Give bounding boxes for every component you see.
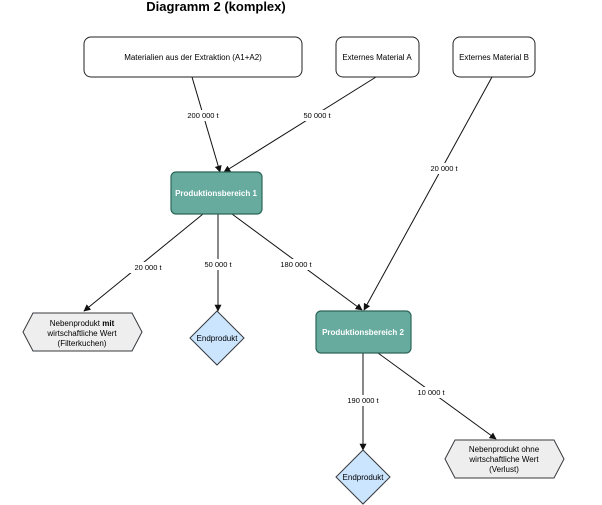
node-extraction: Materialien aus der Extraktion (A1+A2) — [83, 36, 303, 78]
node-extraction-label: Materialien aus der Extraktion (A1+A2) — [124, 53, 262, 62]
byproduct-2-line-3: (Verlust) — [489, 465, 519, 474]
diagram-title: Diagramm 2 (komplex) — [146, 0, 285, 14]
edge-external-a-to-production-1 — [223, 76, 377, 173]
edge-label-endproduct-2: 190 000 t — [347, 396, 379, 405]
node-external-material-b-label: Externes Material B — [459, 53, 529, 62]
edge-label-production-2: 180 000 t — [280, 260, 312, 269]
byproduct-1-line-2: wirtschaftliche Wert — [46, 329, 117, 338]
edge-label-external-b: 20 000 t — [430, 164, 458, 173]
edge-label-endproduct-1: 50 000 t — [204, 260, 232, 269]
node-external-material-a-label: Externes Material A — [342, 53, 412, 62]
edge-label-extraction: 200 000 t — [187, 111, 219, 120]
edge-external-b-to-production-2 — [363, 76, 493, 311]
byproduct-1-line-1: Nebenprodukt mit — [50, 319, 115, 328]
node-production-1-label: Produktionsbereich 1 — [175, 189, 257, 198]
node-endproduct-2: Endprodukt — [335, 449, 391, 505]
byproduct-2-line-2: wirtschaftliche Wert — [468, 455, 539, 464]
node-external-material-a: Externes Material A — [335, 36, 420, 78]
byproduct-2-line-1: Nebenprodukt ohne — [469, 445, 540, 454]
edge-label-byproduct-1: 20 000 t — [134, 263, 162, 272]
node-production-2-label: Produktionsbereich 2 — [322, 328, 404, 337]
node-production-1: Produktionsbereich 1 — [170, 171, 263, 215]
node-byproduct-with-value: Nebenprodukt mit wirtschaftliche Wert (F… — [22, 312, 143, 352]
edge-label-loss: 10 000 t — [417, 388, 445, 397]
byproduct-1-line-3: (Filterkuchen) — [58, 339, 107, 348]
node-external-material-b: Externes Material B — [452, 36, 536, 78]
edge-labels: 200 000 t 50 000 t 20 000 t 20 000 t 50 … — [130, 110, 462, 406]
edge-label-external-a: 50 000 t — [303, 111, 331, 120]
node-endproduct-1-label: Endprodukt — [197, 334, 239, 343]
node-endproduct-1: Endprodukt — [189, 310, 245, 366]
node-byproduct-without-value: Nebenprodukt ohne wirtschaftliche Wert (… — [444, 439, 565, 479]
node-endproduct-2-label: Endprodukt — [343, 473, 385, 482]
node-production-2: Produktionsbereich 2 — [315, 310, 412, 354]
edge-extraction-to-production-1 — [191, 76, 222, 173]
